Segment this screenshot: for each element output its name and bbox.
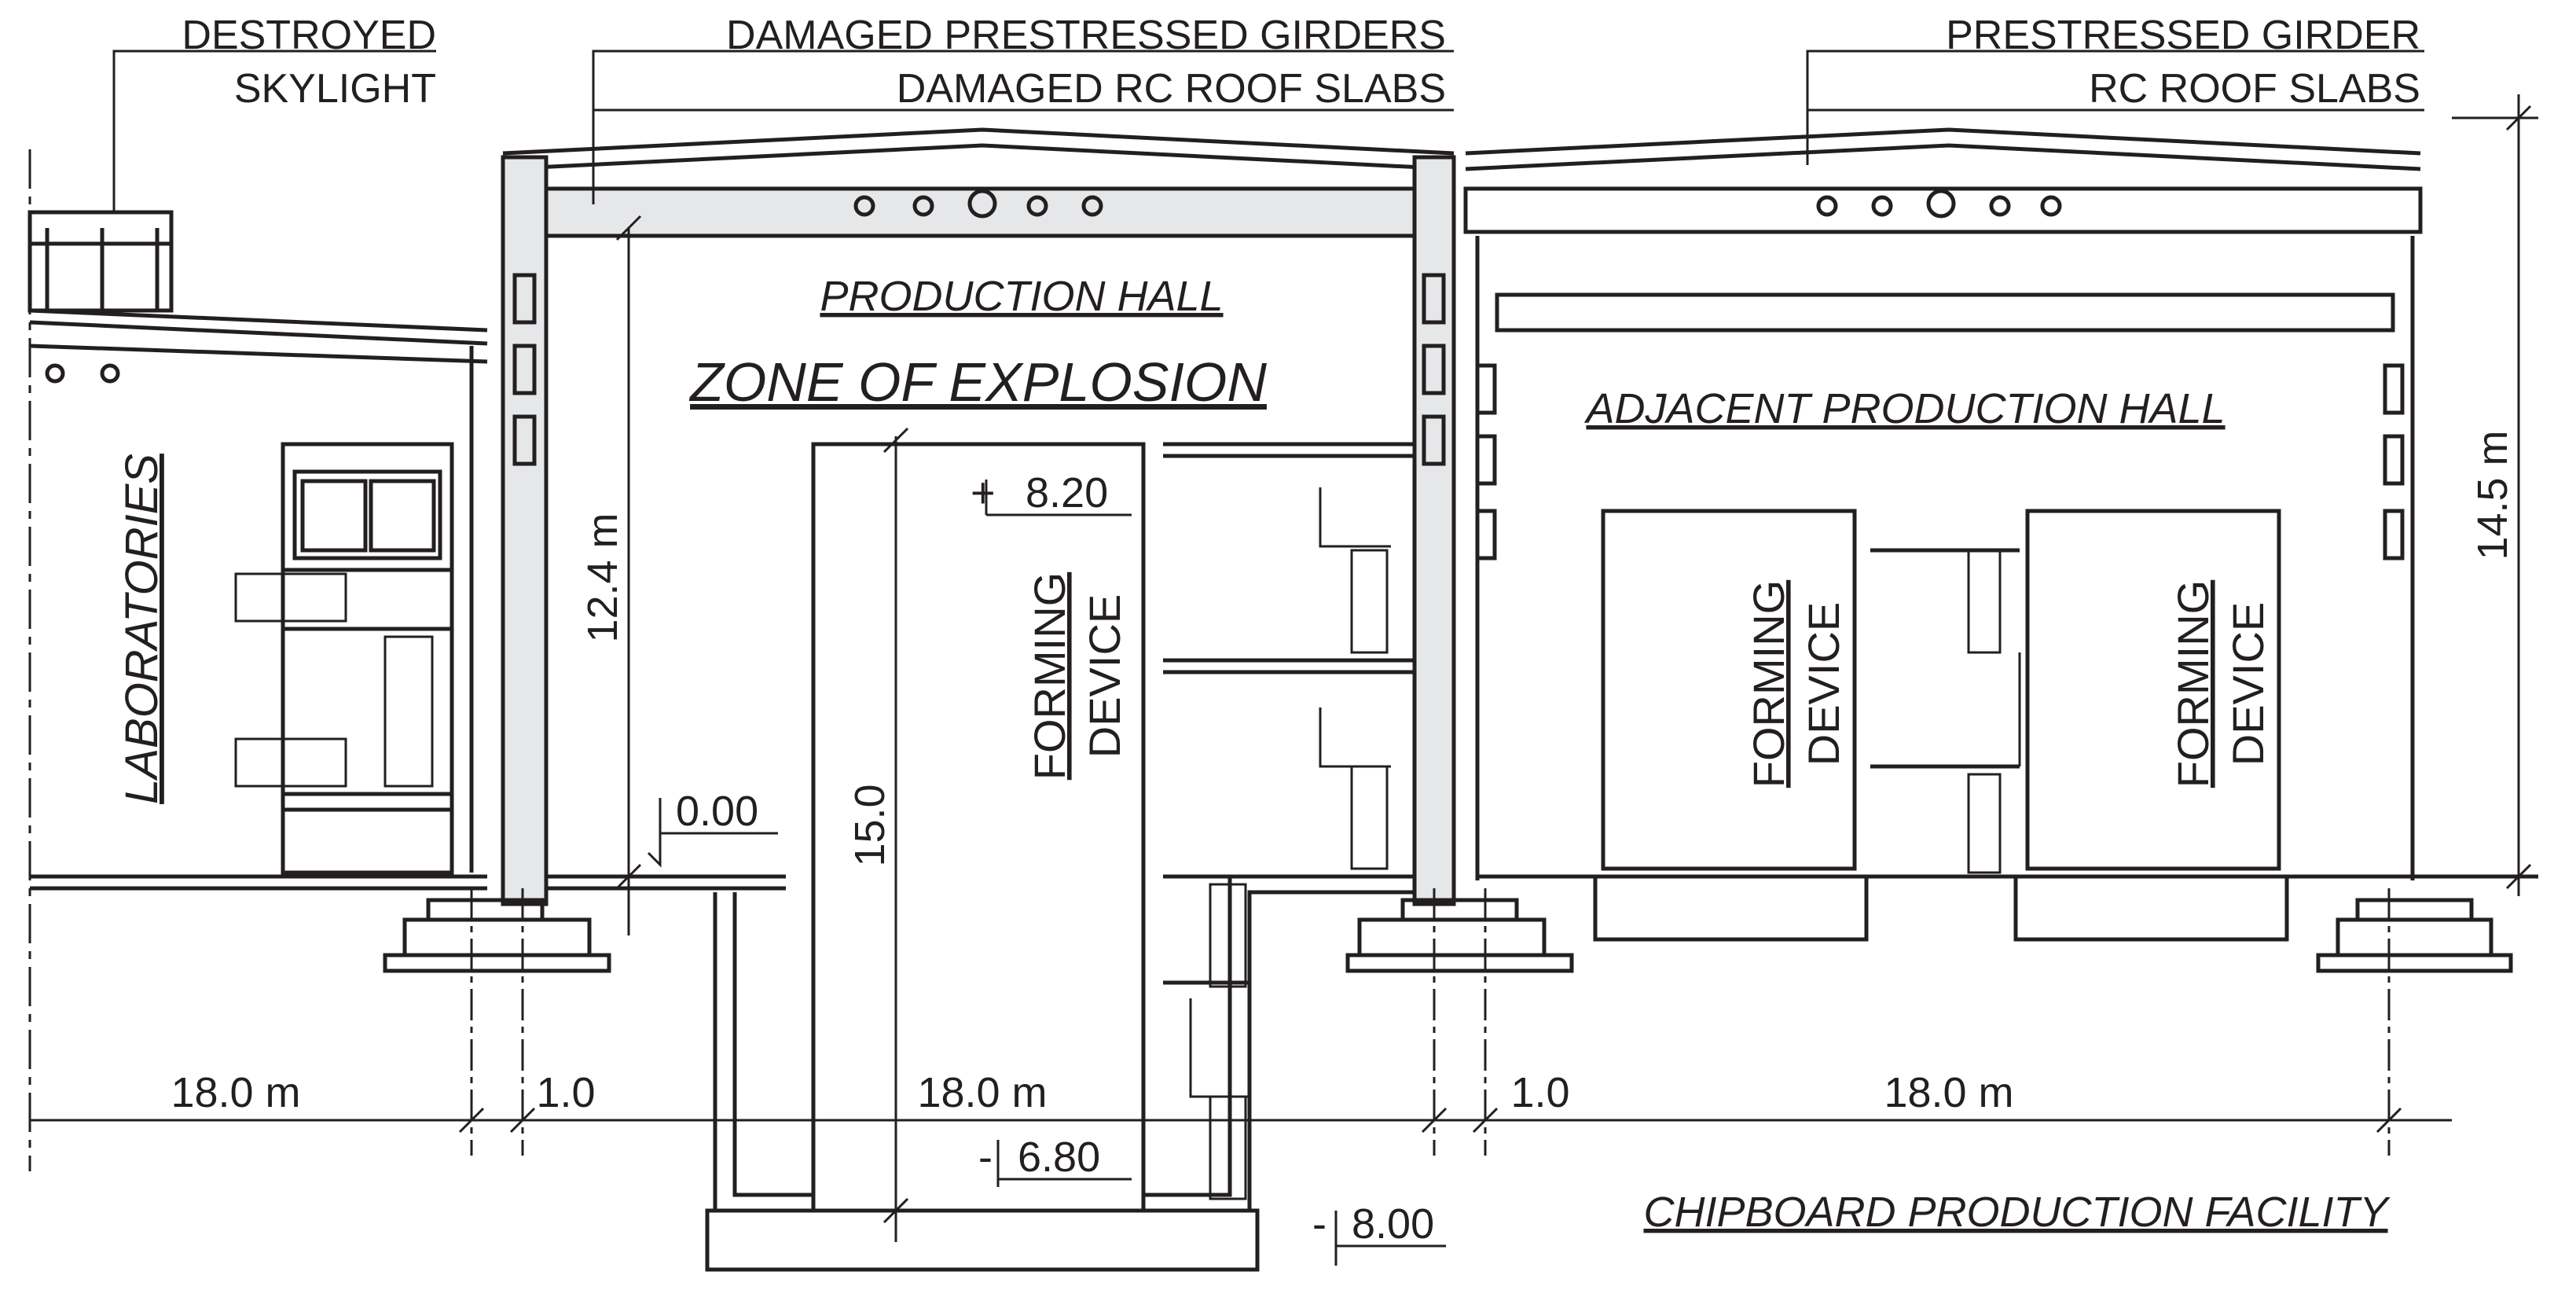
dim-span-right: 18.0 m: [1884, 1069, 2013, 1116]
label-device: DEVICE: [2223, 602, 2273, 766]
label-zone: ZONE OF EXPLOSION: [688, 351, 1267, 413]
dim-span-left: 18.0 m: [171, 1069, 300, 1116]
label-girder: PRESTRESSED GIRDER: [1946, 13, 2420, 58]
label-laboratories: LABORATORIES: [116, 454, 167, 804]
el-0-00: 0.00: [676, 788, 758, 835]
forming-device: [1601, 509, 1857, 871]
el-8-20: 8.20: [1026, 469, 1108, 516]
label-device: DEVICE: [1080, 594, 1129, 759]
el-plus-sign: +: [971, 469, 996, 516]
dim-gap-left: 1.0: [536, 1069, 595, 1116]
label-adjacent: ADJACENT PRODUCTION HALL: [1583, 385, 2225, 432]
label-forming: FORMING: [2168, 580, 2218, 788]
label-destroyed: DESTROYED: [182, 13, 436, 58]
column: [501, 155, 549, 906]
label-device: DEVICE: [1799, 602, 1848, 766]
crane: [1495, 292, 2395, 333]
dim-span-mid: 18.0 m: [917, 1069, 1047, 1116]
main-hall: [383, 127, 1574, 1272]
label-forming: FORMING: [1744, 580, 1793, 788]
label-production-hall: PRODUCTION HALL: [820, 273, 1223, 320]
el-8-00: 8.00: [1352, 1200, 1434, 1248]
label-forming: FORMING: [1025, 572, 1074, 780]
forming-device: [811, 442, 1146, 1213]
label-slabs: RC ROOF SLABS: [2089, 66, 2420, 112]
text-labels: DESTROYED SKYLIGHT DAMAGED PRESTRESSED G…: [116, 13, 2516, 1248]
girder: [1463, 186, 2423, 234]
dim-15-0: 15.0: [846, 784, 894, 866]
el-minus-sign: -: [978, 1134, 993, 1181]
dim-gap-right: 1.0: [1510, 1069, 1569, 1116]
column: [1412, 155, 1456, 906]
window: [300, 479, 368, 553]
label-skylight: SKYLIGHT: [234, 66, 436, 112]
label-facility: CHIPBOARD PRODUCTION FACILITY: [1643, 1189, 2391, 1236]
laboratories-building: [28, 149, 488, 1171]
el-6-80: 6.80: [1018, 1134, 1100, 1181]
adjacent-hall: [1463, 127, 2538, 973]
pit-slab: [705, 1208, 1260, 1272]
el-minus-sign: -: [1312, 1200, 1327, 1248]
label-damaged-slabs: DAMAGED RC ROOF SLABS: [897, 66, 1446, 112]
dimension-lines: [30, 50, 2538, 1266]
dim-14-5: 14.5 m: [2469, 430, 2516, 560]
dim-12-4: 12.4 m: [579, 513, 626, 642]
window: [369, 479, 436, 553]
damaged-girder: [501, 186, 1456, 238]
label-damaged-girders: DAMAGED PRESTRESSED GIRDERS: [726, 13, 1446, 58]
forming-device: [2025, 509, 2281, 871]
